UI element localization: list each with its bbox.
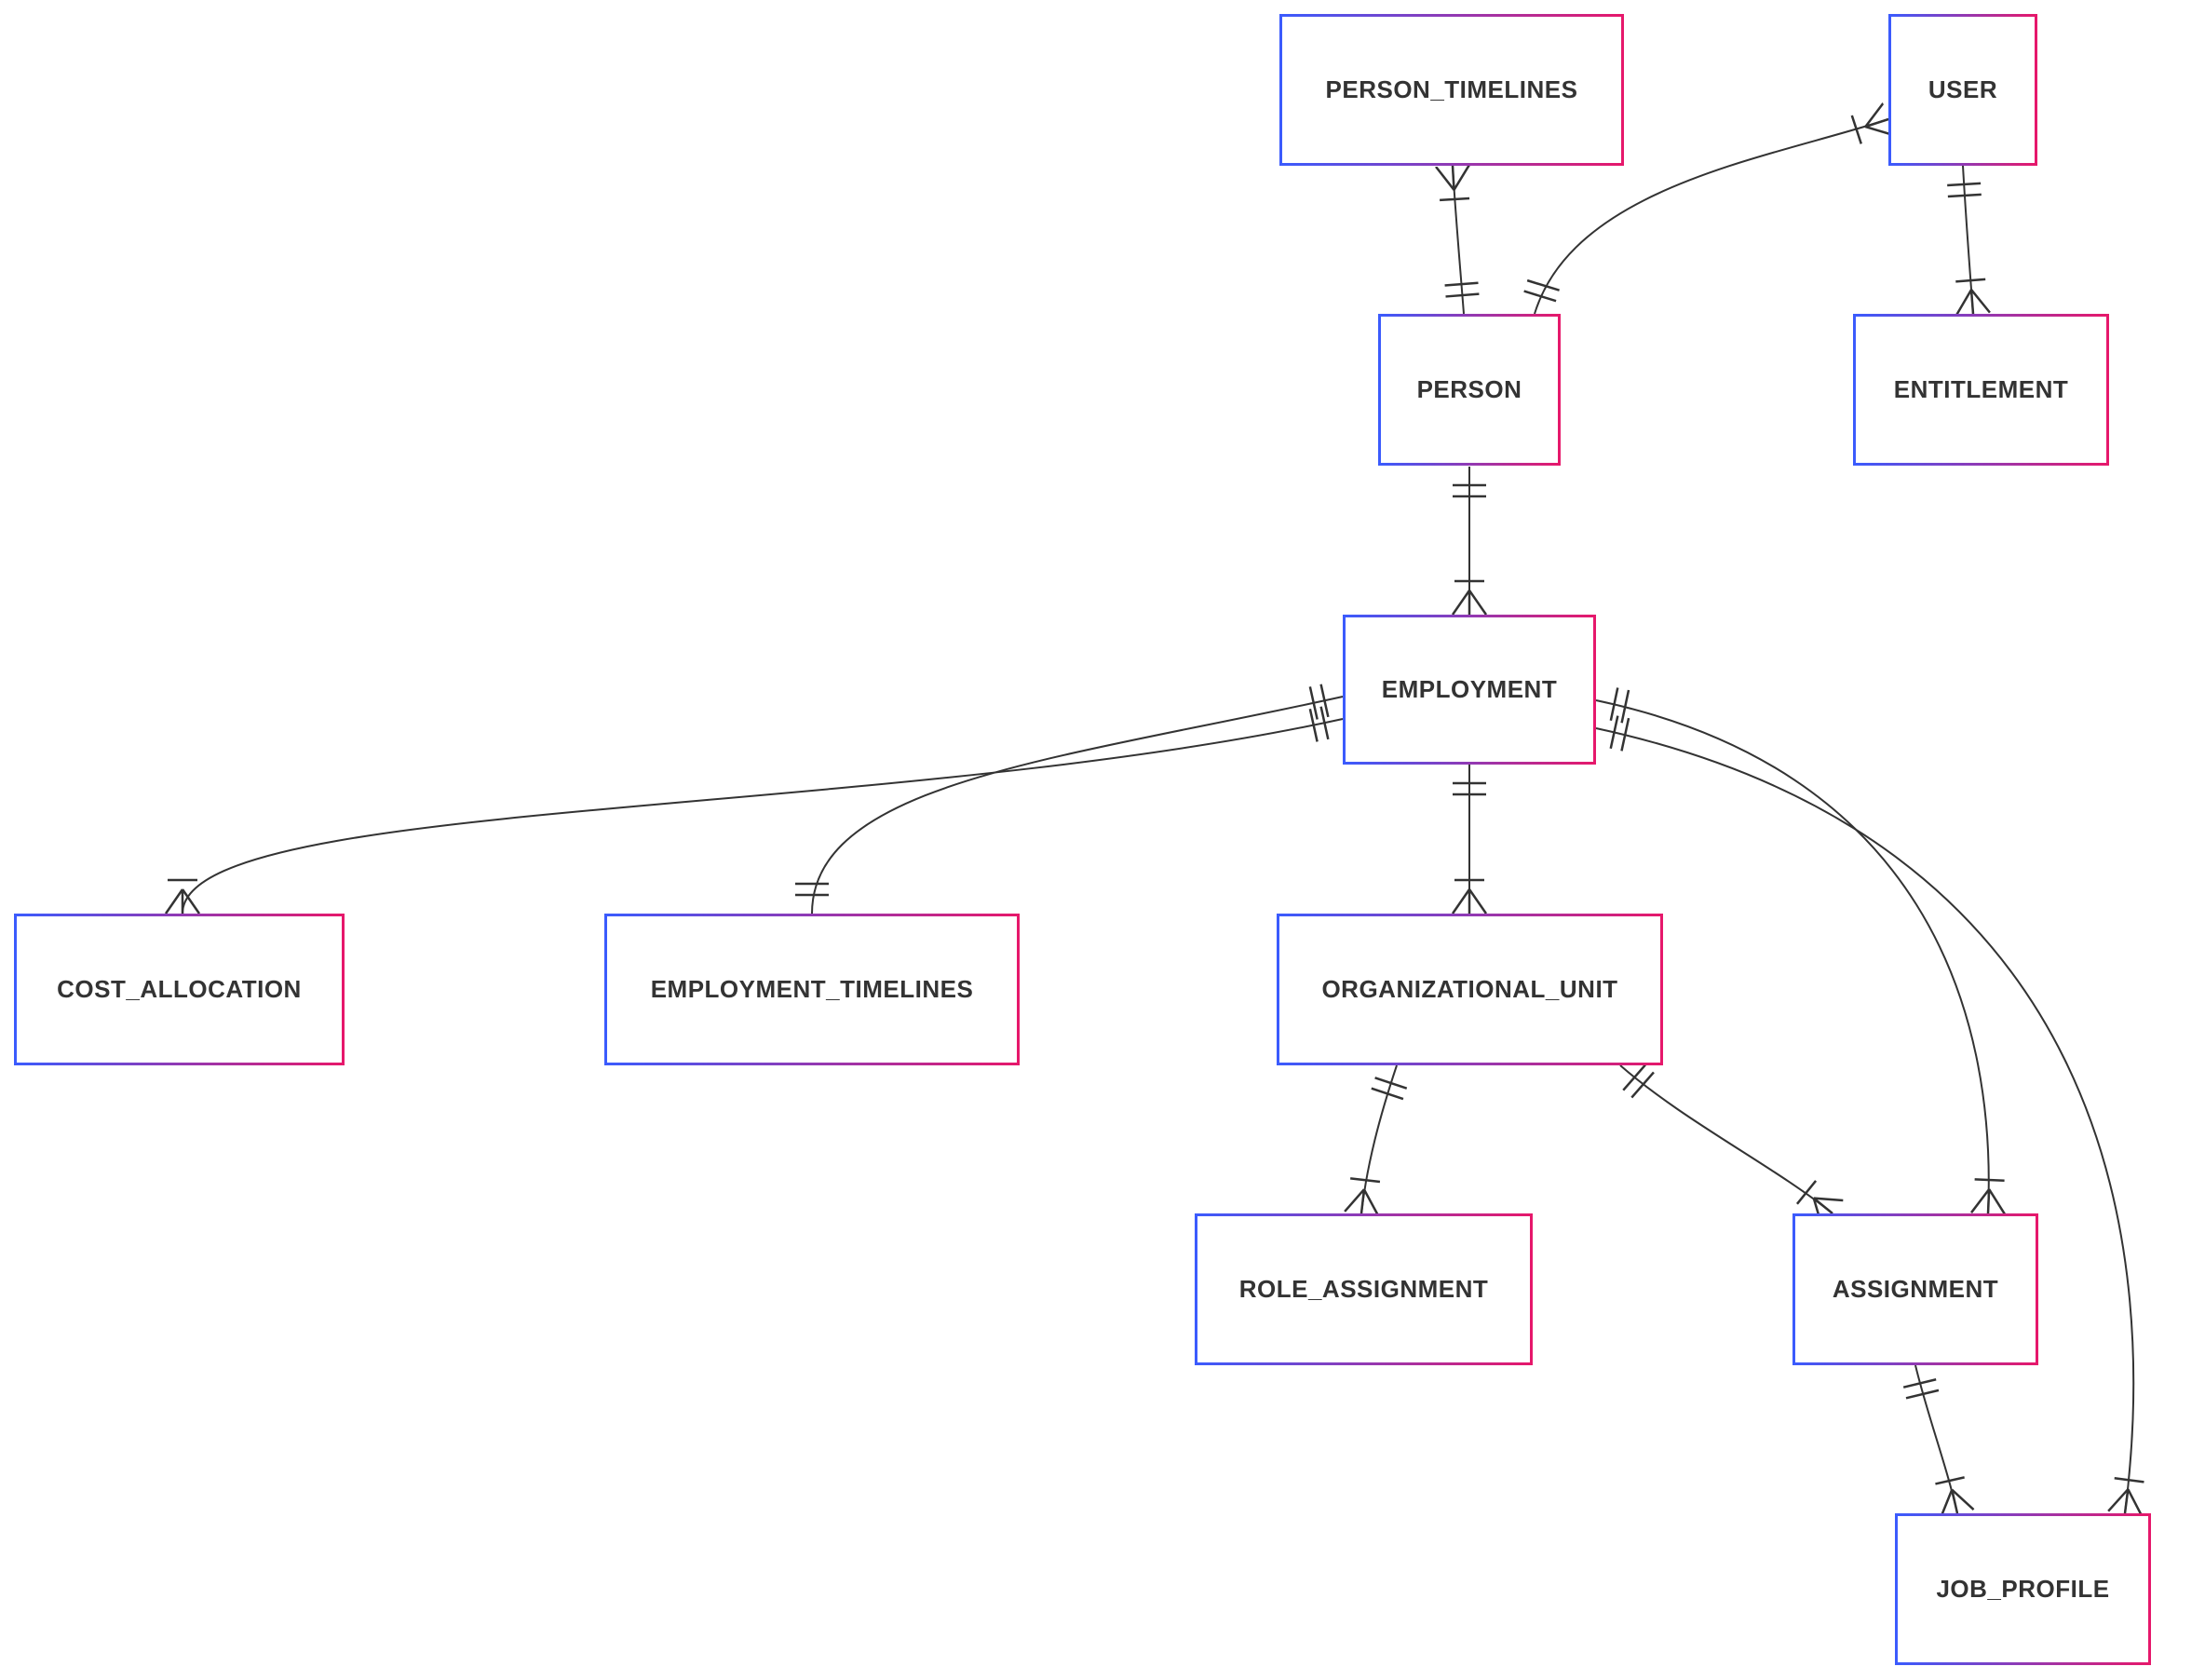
entity-label: USER bbox=[1928, 75, 1998, 103]
entity-label: ROLE_ASSIGNMENT bbox=[1238, 1275, 1489, 1303]
rel-employment-cost-allocation bbox=[164, 706, 1344, 915]
entity-entitlement: ENTITLEMENT bbox=[1853, 314, 2109, 466]
entity-label: PERSON_TIMELINES bbox=[1325, 75, 1578, 103]
entity-label: ASSIGNMENT bbox=[1832, 1275, 1999, 1303]
entity-cost-allocation: COST_ALLOCATION bbox=[14, 914, 345, 1065]
rel-user-person bbox=[1535, 119, 1888, 315]
entity-role-assignment: ROLE_ASSIGNMENT bbox=[1195, 1213, 1533, 1365]
rel-assignment-job-profile bbox=[1902, 1364, 1975, 1518]
entity-label: EMPLOYMENT_TIMELINES bbox=[650, 975, 974, 1003]
entity-label: JOB_PROFILE bbox=[1936, 1575, 2110, 1603]
rel-organizational-unit-assignment bbox=[1619, 1064, 1844, 1227]
entity-organizational-unit: ORGANIZATIONAL_UNIT bbox=[1277, 914, 1663, 1065]
entity-label: ENTITLEMENT bbox=[1893, 375, 2069, 403]
entity-label: COST_ALLOCATION bbox=[57, 975, 302, 1003]
entity-employment-timelines: EMPLOYMENT_TIMELINES bbox=[604, 914, 1020, 1065]
entity-label: EMPLOYMENT bbox=[1381, 675, 1558, 703]
entity-person-timelines: PERSON_TIMELINES bbox=[1279, 14, 1624, 166]
entity-label: ORGANIZATIONAL_UNIT bbox=[1321, 975, 1618, 1003]
rel-employment-job-profile bbox=[1595, 715, 2144, 1516]
entity-label: PERSON bbox=[1416, 375, 1522, 403]
rel-user-entitlement bbox=[1947, 165, 1991, 317]
entity-assignment: ASSIGNMENT bbox=[1792, 1213, 2038, 1365]
rel-organizational-unit-role-assignment bbox=[1344, 1064, 1408, 1216]
entity-user: USER bbox=[1888, 14, 2037, 166]
entity-employment: EMPLOYMENT bbox=[1343, 615, 1596, 765]
entity-job-profile: JOB_PROFILE bbox=[1895, 1513, 2151, 1665]
entity-person: PERSON bbox=[1378, 314, 1561, 466]
rel-employment-employment-timelines bbox=[795, 684, 1344, 915]
rel-person-timelines-person bbox=[1453, 166, 1464, 315]
